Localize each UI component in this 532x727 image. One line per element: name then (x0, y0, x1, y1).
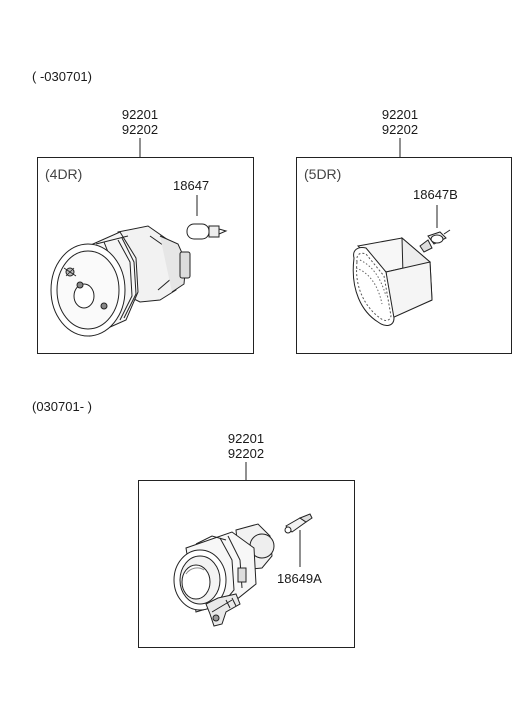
period-label-early: ( -030701) (32, 69, 92, 84)
bulb-part-label-4dr: 18647 (173, 178, 210, 193)
fog-lamp-new-drawing (173, 523, 275, 627)
fog-lamp-4dr-drawing (50, 225, 191, 337)
panel-4dr (37, 157, 254, 354)
bulb-18649a-drawing (284, 513, 313, 567)
bulb-18647b-drawing (419, 205, 451, 253)
part-number-lower: 92202 (227, 446, 265, 461)
bulb-part-label-5dr: 18647B (413, 187, 458, 202)
variant-label-5dr: (5DR) (304, 166, 342, 182)
part-number-upper: 92201 (381, 107, 419, 122)
panel-5dr (296, 157, 512, 354)
part-number-upper: 92201 (121, 107, 159, 122)
bulb-18647-drawing (186, 195, 228, 240)
bulb-part-label-new: 18649A (277, 571, 322, 586)
part-number-lower: 92202 (121, 122, 159, 137)
part-number-upper: 92201 (227, 431, 265, 446)
fog-lamp-5dr-drawing (352, 236, 433, 326)
variant-label-4dr: (4DR) (45, 166, 83, 182)
part-number-lower: 92202 (381, 122, 419, 137)
period-label-late: (030701- ) (32, 399, 92, 414)
panel-new-model (138, 480, 355, 648)
